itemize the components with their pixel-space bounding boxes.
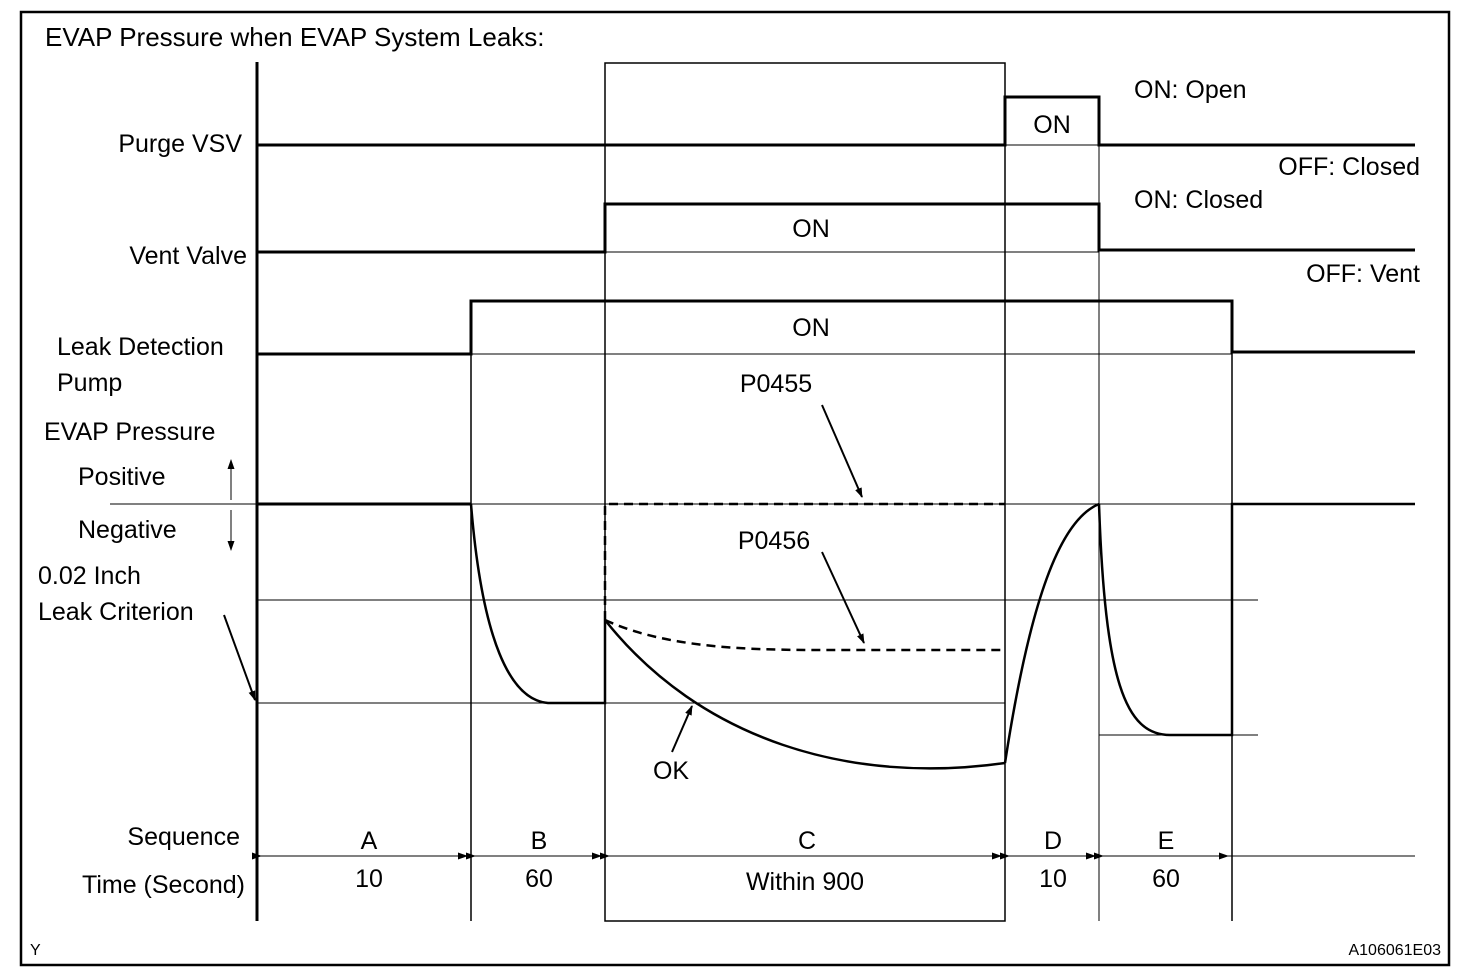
leak-pump-label-line2: Pump <box>57 369 122 397</box>
criterion-arrow <box>223 614 256 701</box>
vent-off-meaning: OFF: Vent <box>1306 260 1420 288</box>
p0456-curve <box>604 618 1005 652</box>
figure-code: A106061E03 <box>1348 942 1441 959</box>
segment-c-time: Within 900 <box>746 868 864 896</box>
negative-label: Negative <box>78 516 177 544</box>
segment-a-time: 10 <box>355 865 383 893</box>
purge-on-label: ON <box>1033 111 1071 139</box>
leak-pump-label-line1: Leak Detection <box>57 333 224 361</box>
positive-label: Positive <box>78 463 166 491</box>
purge-vsv-signal <box>257 95 1415 147</box>
p0455-arrow <box>821 404 863 498</box>
diagram-title: EVAP Pressure when EVAP System Leaks: <box>45 22 545 52</box>
corner-mark-left: Y <box>30 942 41 959</box>
pressure-curve-d <box>1003 502 1100 764</box>
ok-arrow <box>671 705 693 753</box>
p0455-curve <box>603 502 1005 620</box>
segment-b-time: 60 <box>525 865 553 893</box>
vent-on-label: ON <box>792 215 830 243</box>
p0456-arrow <box>821 551 865 644</box>
segment-e-time: 60 <box>1152 865 1180 893</box>
time-label: Time (Second) <box>82 871 245 899</box>
segment-b-name: B <box>531 827 548 855</box>
vent-valve-signal <box>257 202 1415 254</box>
purge-vsv-label: Purge VSV <box>118 130 242 158</box>
p0455-label: P0455 <box>740 370 812 398</box>
segment-d-name: D <box>1044 827 1062 855</box>
segment-d-time: 10 <box>1039 865 1067 893</box>
purge-on-meaning: ON: Open <box>1134 76 1247 104</box>
evap-pressure-label: EVAP Pressure <box>44 418 215 446</box>
p0456-label: P0456 <box>738 527 810 555</box>
ok-curve <box>604 619 1006 770</box>
ok-label: OK <box>653 757 689 785</box>
phase-c-box <box>604 62 1006 922</box>
criterion-label-line1: 0.02 Inch <box>38 562 141 590</box>
sequence-label: Sequence <box>127 823 240 851</box>
leak-pump-signal <box>257 299 1415 356</box>
pressure-curve-b <box>469 503 607 705</box>
vent-on-meaning: ON: Closed <box>1134 186 1263 214</box>
figure-border <box>19 10 1451 967</box>
purge-off-meaning: OFF: Closed <box>1278 153 1420 181</box>
segment-e-name: E <box>1158 827 1175 855</box>
segment-c-name: C <box>798 827 816 855</box>
pressure-curve-e <box>1097 502 1415 737</box>
vent-valve-label: Vent Valve <box>129 242 247 270</box>
segment-a-name: A <box>361 827 378 855</box>
criterion-label-line2: Leak Criterion <box>38 598 194 626</box>
pump-on-label: ON <box>792 314 830 342</box>
